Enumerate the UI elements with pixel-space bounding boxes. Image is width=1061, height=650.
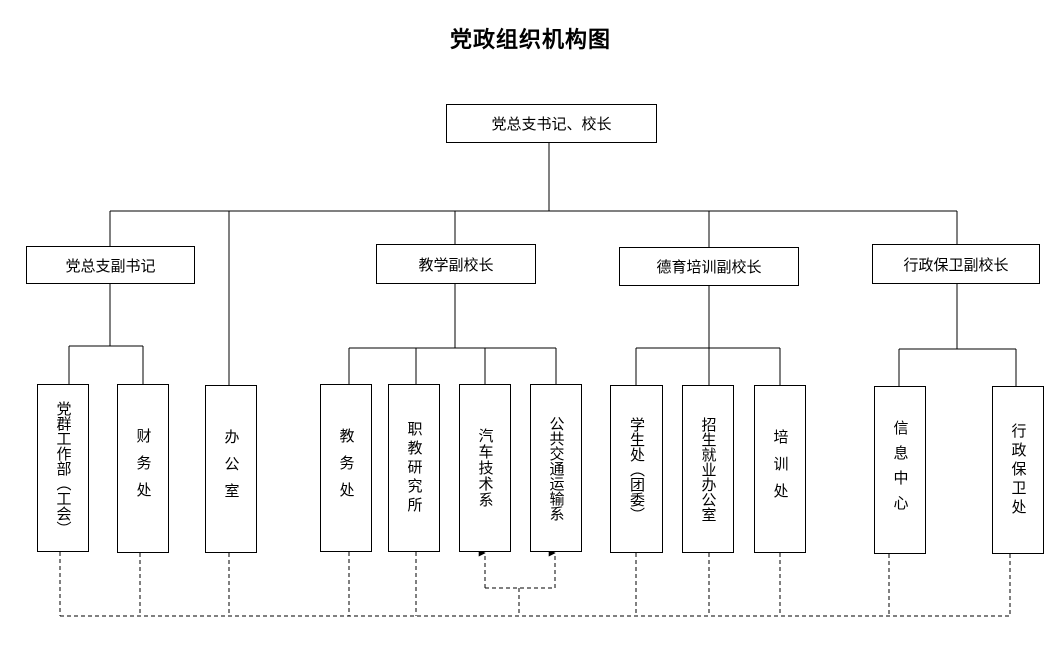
- box-teaching-vice-principal: 教学副校长: [376, 244, 536, 284]
- box-label: 德育培训副校长: [656, 258, 762, 276]
- box-party-mass-work: 党群工作部（工会）: [37, 384, 89, 552]
- box-label: 教学副校长: [418, 255, 494, 274]
- box-label: 行政保卫处: [1009, 422, 1028, 518]
- box-student-affairs: 学生处（团委）: [610, 385, 663, 553]
- box-moral-training-vice-principal: 德育培训副校长: [619, 247, 799, 286]
- box-label: 财务处: [134, 428, 153, 509]
- box-label: 招生就业办公室: [699, 416, 718, 522]
- box-label: 培训处: [771, 428, 790, 510]
- box-label: 汽车技术系: [476, 428, 495, 508]
- box-deputy-party-secretary: 党总支副书记: [26, 246, 195, 284]
- diagram-title: 党政组织机构图: [449, 28, 611, 53]
- box-label: 信息中心: [891, 420, 910, 520]
- box-label: 职教研究所: [405, 420, 424, 516]
- box-office: 办公室: [205, 385, 257, 553]
- box-label: 党总支书记、校长: [491, 115, 612, 133]
- box-vocational-research: 职教研究所: [388, 384, 440, 552]
- box-label: 党总支副书记: [65, 256, 156, 275]
- box-label: 党群工作部（工会）: [54, 400, 73, 536]
- box-label: 教务处: [337, 427, 356, 509]
- box-label: 行政保卫副校长: [903, 255, 1009, 274]
- box-academic-affairs: 教务处: [320, 384, 372, 552]
- box-info-center: 信息中心: [874, 386, 926, 554]
- box-admin-security: 行政保卫处: [992, 386, 1044, 554]
- box-enrollment-employment: 招生就业办公室: [682, 385, 734, 553]
- box-label: 公共交通运输系: [547, 415, 566, 521]
- box-party-secretary-principal: 党总支书记、校长: [446, 104, 657, 143]
- box-label: 办公室: [222, 428, 241, 510]
- box-label: 学生处（团委）: [628, 416, 646, 522]
- box-finance: 财务处: [117, 384, 169, 553]
- box-training: 培训处: [754, 385, 806, 553]
- box-public-transport: 公共交通运输系: [530, 384, 582, 552]
- box-automotive-tech: 汽车技术系: [459, 384, 511, 552]
- box-admin-security-vice-principal: 行政保卫副校长: [872, 244, 1040, 284]
